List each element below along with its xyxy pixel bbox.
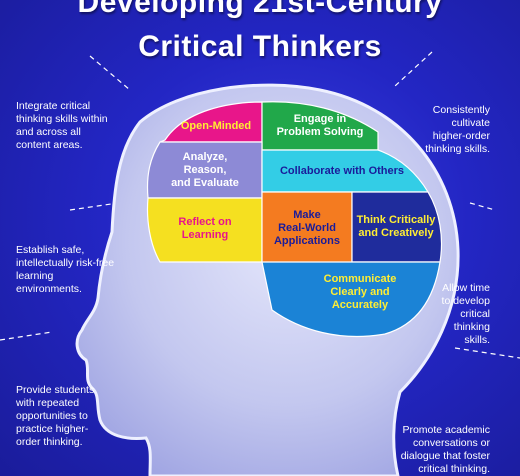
right-note-2: Allow time to develop critical thinking … <box>441 282 490 346</box>
brain <box>146 101 443 338</box>
region-communicate <box>261 261 441 338</box>
label-analyze: Analyze, Reason, and Evaluate <box>171 150 239 189</box>
label-reflect: Reflect on Learning <box>178 216 232 241</box>
ray-line <box>469 202 496 211</box>
label-think: Think Critically and Creatively <box>356 214 436 239</box>
label-collaborate: Collaborate with Others <box>279 164 405 177</box>
right-note-3: Promote academic conversations or dialog… <box>400 424 490 475</box>
ray-line <box>0 331 53 341</box>
label-make: Make Real-World Applications <box>273 208 340 247</box>
page-title-line-2: Critical Thinkers <box>138 30 382 63</box>
ray-line <box>69 202 119 211</box>
label-engage: Engage in Problem Solving <box>276 113 364 138</box>
label-open-minded: Open-Minded <box>180 119 252 132</box>
page-title-line-1: Developing 21st-Century <box>77 0 443 19</box>
right-note-1: Consistently cultivate higher-order thin… <box>425 104 490 155</box>
region-reflect <box>146 197 263 263</box>
ray-line <box>454 347 520 359</box>
left-note-2: Establish safe, intellectually risk-free… <box>16 244 115 295</box>
region-engage <box>261 101 379 151</box>
left-note-1: Integrate critical thinking skills withi… <box>16 100 108 151</box>
label-communicate: Communicate Clearly and Accurately <box>323 272 397 311</box>
dashed-rays <box>0 51 520 359</box>
left-note-3: Provide students with repeated opportuni… <box>16 384 95 448</box>
